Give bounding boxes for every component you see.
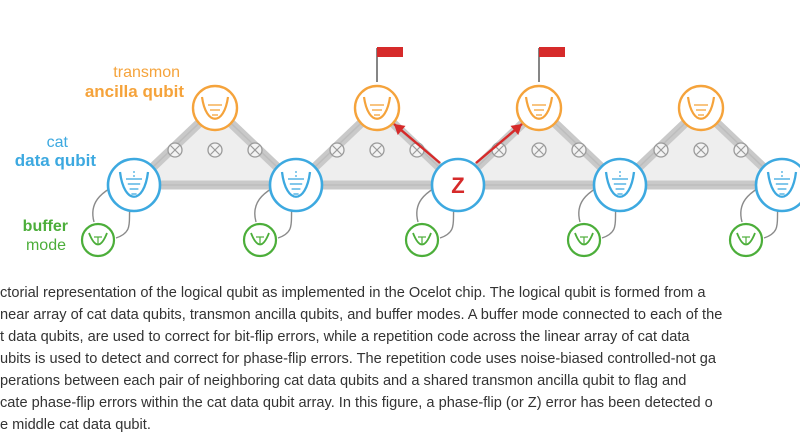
logical-qubit-diagram: Z transmon ancilla qubit cat data qubit … xyxy=(15,47,800,258)
phase-flip-error-group xyxy=(393,123,523,164)
cat-data-qubits: Z xyxy=(106,157,800,213)
error-z-label: Z xyxy=(451,173,464,198)
coupler-node xyxy=(733,142,749,158)
coupler-node xyxy=(693,142,709,158)
caption-line: near array of cat data qubits, transmon … xyxy=(0,307,723,323)
transmon-ancilla-qubit xyxy=(515,84,563,132)
transmon-ancilla-qubit xyxy=(677,84,725,132)
coupler-node xyxy=(329,142,345,158)
coupler-node xyxy=(207,142,223,158)
buffer-modes xyxy=(80,186,784,258)
coupler-node xyxy=(369,142,385,158)
transmon-label-line2: ancilla qubit xyxy=(85,82,185,101)
cat-data-qubit-with-error: Z xyxy=(430,157,486,213)
caption-line: cate phase-flip errors within the cat da… xyxy=(0,395,713,411)
cat-data-qubit xyxy=(106,157,162,213)
buffer-mode xyxy=(242,222,278,258)
cat-data-qubit xyxy=(754,157,800,213)
error-arrow xyxy=(475,123,523,164)
cat-label-line1: cat xyxy=(47,134,69,151)
transmon-ancilla-qubits xyxy=(191,47,725,132)
buffer-mode xyxy=(80,222,116,258)
buffer-link xyxy=(439,206,455,239)
buffer-mode xyxy=(728,222,764,258)
caption-line: ctorial representation of the logical qu… xyxy=(0,285,706,301)
buffer-mode xyxy=(566,222,602,258)
caption-line: t data qubits, are used to correct for b… xyxy=(0,329,690,345)
coupler-node xyxy=(491,142,507,158)
buffer-link xyxy=(115,206,131,239)
buffer-label-line2: mode xyxy=(26,237,66,254)
figure-caption: ctorial representation of the logical qu… xyxy=(0,282,800,436)
buffer-link xyxy=(763,206,779,239)
cat-data-qubit xyxy=(592,157,648,213)
error-arrow xyxy=(393,123,441,164)
transmon-ancilla-qubit xyxy=(191,84,239,132)
coupler-node xyxy=(531,142,547,158)
coupler-node xyxy=(409,142,425,158)
coupler-node xyxy=(167,142,183,158)
buffer-link xyxy=(601,206,617,239)
cat-label-line2: data qubit xyxy=(15,151,97,170)
buffer-label-line1: buffer xyxy=(23,218,68,235)
coupler-node xyxy=(571,142,587,158)
error-flag xyxy=(376,47,403,82)
caption-line: perations between each pair of neighbori… xyxy=(0,373,687,389)
coupler-node xyxy=(653,142,669,158)
transmon-ancilla-qubit xyxy=(353,84,401,132)
caption-line: e middle cat data qubit. xyxy=(0,417,151,433)
buffer-link xyxy=(277,206,293,239)
caption-line: ubits is used to detect and correct for … xyxy=(0,351,717,367)
cat-data-qubit xyxy=(268,157,324,213)
error-flag xyxy=(538,47,565,82)
transmon-label-line1: transmon xyxy=(113,64,180,81)
coupler-node xyxy=(247,142,263,158)
buffer-mode xyxy=(404,222,440,258)
